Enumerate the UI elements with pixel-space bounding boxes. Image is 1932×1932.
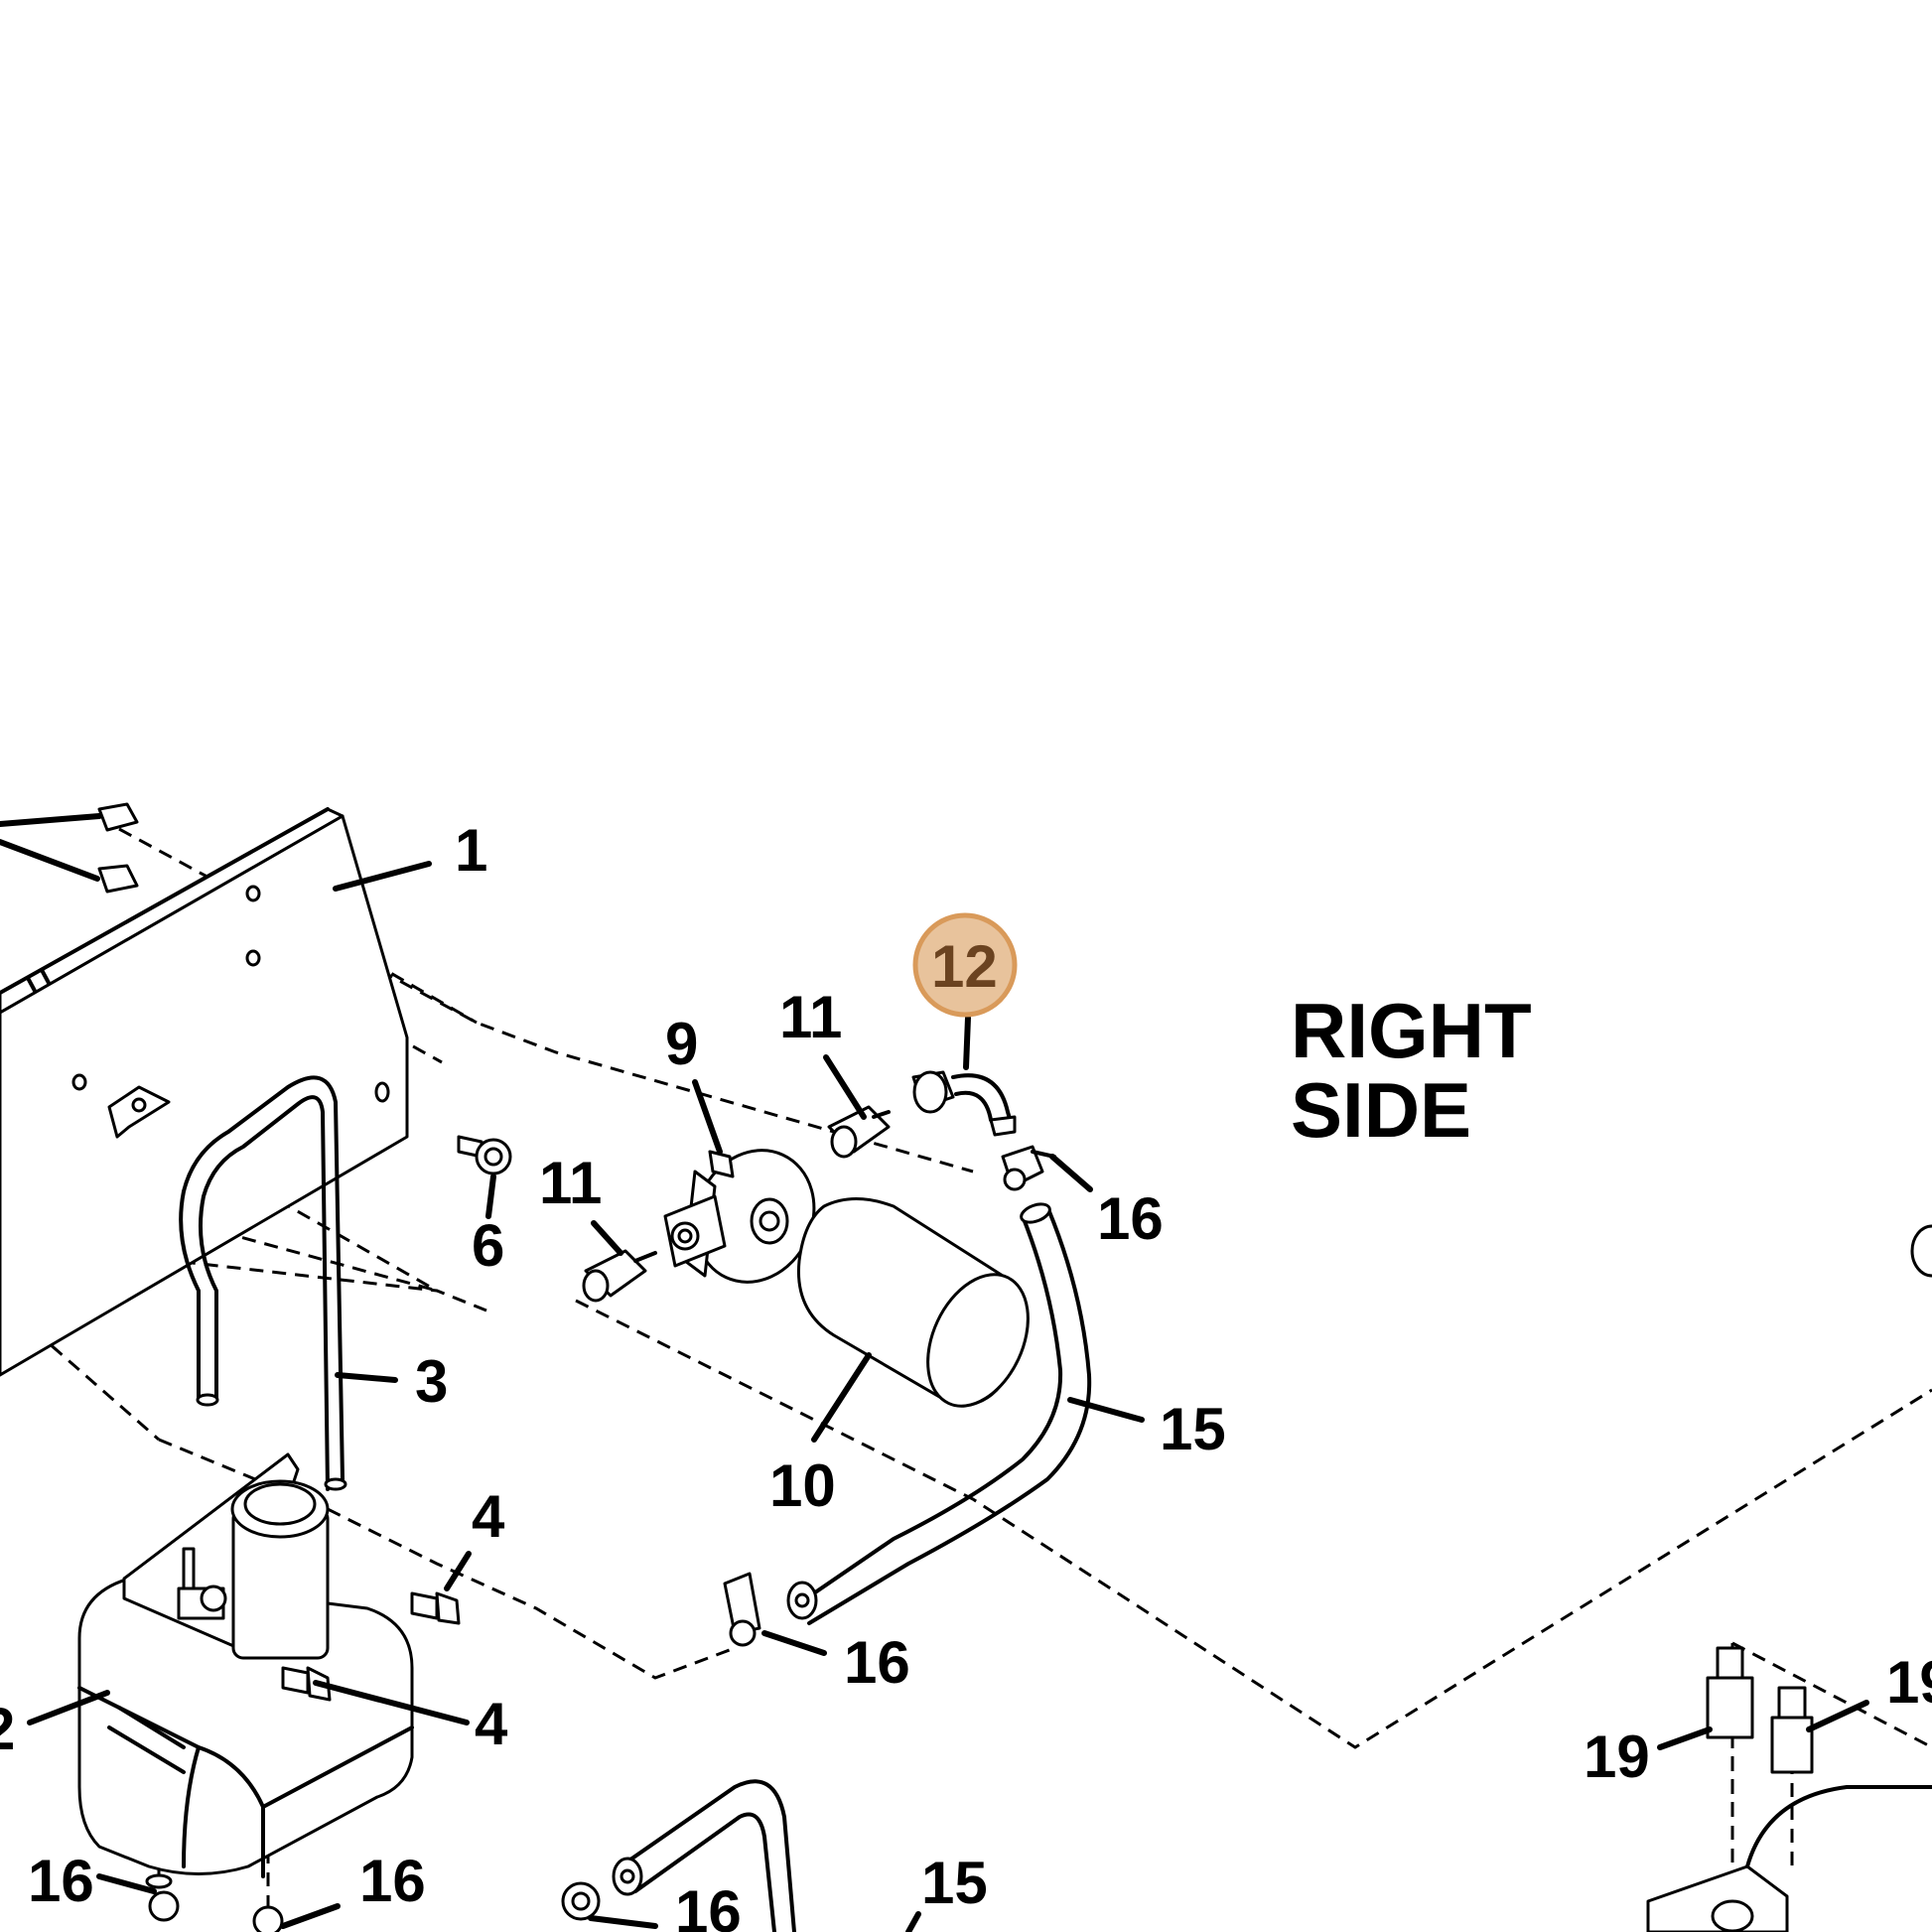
callout-4-lower: 4 xyxy=(475,1691,508,1757)
clamp-part-16-upper xyxy=(1001,1145,1056,1191)
clamp-part-16-middle xyxy=(723,1572,761,1647)
callout-leaders xyxy=(27,861,1869,1932)
fitting-part-11-upper xyxy=(827,1105,891,1159)
bolts-top-left xyxy=(0,802,139,894)
callout-10: 10 xyxy=(769,1452,836,1519)
side-label-line1: RIGHT xyxy=(1291,987,1532,1074)
callout-16-upper: 16 xyxy=(1097,1185,1164,1252)
callout-3: 3 xyxy=(415,1348,448,1415)
fitting-part-11-lower xyxy=(582,1249,657,1303)
bolts-part-4 xyxy=(281,1591,461,1702)
hose-part-15-main xyxy=(786,1202,1092,1625)
callout-9: 9 xyxy=(665,1011,698,1077)
callout-11-upper: 11 xyxy=(779,984,842,1050)
hose-part-15-lower xyxy=(612,1779,796,1932)
side-label-line2: SIDE xyxy=(1291,1066,1471,1154)
callout-16-middle: 16 xyxy=(844,1629,910,1696)
clamp-part-16-bottom xyxy=(148,1890,284,1932)
callout-11-lower: 11 xyxy=(539,1150,602,1216)
filter-canister-part-10 xyxy=(796,1197,1030,1408)
callout-6: 6 xyxy=(472,1212,504,1279)
callout-19-left: 19 xyxy=(1584,1724,1650,1790)
clamp-part-16-lower-right xyxy=(561,1881,601,1921)
callout-1: 1 xyxy=(455,817,487,884)
callout-16-bottom-mid: 16 xyxy=(359,1848,426,1914)
callout-15-upper: 15 xyxy=(1160,1396,1226,1462)
callout-12: 12 xyxy=(931,933,998,1000)
fitting-part-19 xyxy=(1646,1224,1932,1932)
callout-19-right: 19 xyxy=(1886,1649,1932,1716)
bracket-plate-part-1 xyxy=(0,807,409,1377)
side-indicator: RIGHT SIDE xyxy=(1291,987,1532,1154)
u-tube-part-3 xyxy=(179,1075,347,1491)
bolt-part-6 xyxy=(457,1135,512,1175)
callout-4-upper: 4 xyxy=(472,1483,505,1550)
elbow-fitting-part-12 xyxy=(911,1070,1017,1137)
callout-labels: 1 2 3 4 4 6 9 10 11 11 12 15 15 16 16 16… xyxy=(0,817,1932,1932)
highlight-circle-12 xyxy=(912,912,1018,1018)
reservoir-tank-part-2 xyxy=(77,1452,414,1889)
callout-16-lower-right: 16 xyxy=(675,1878,742,1932)
callout-16-bottom-left: 16 xyxy=(28,1848,94,1914)
callout-2: 2 xyxy=(0,1696,15,1762)
callout-15-lower: 15 xyxy=(921,1850,988,1916)
